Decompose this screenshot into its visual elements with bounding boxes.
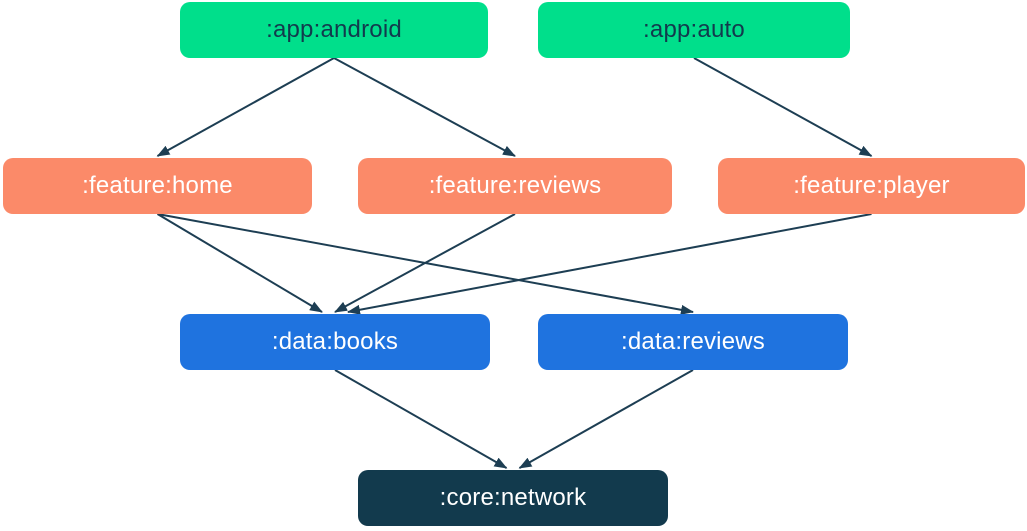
node-feature-reviews-label: :feature:reviews	[428, 172, 602, 199]
node-data-reviews-label: :data:reviews	[621, 328, 765, 355]
edge-app-auto-to-feature-player	[693, 57, 873, 157]
node-app-android-label: :app:android	[266, 16, 402, 43]
node-app-android: :app:android	[180, 2, 488, 58]
node-data-books-label: :data:books	[271, 328, 399, 355]
edge-data-reviews-to-core-network	[518, 369, 694, 469]
node-core-network: :core:network	[358, 470, 668, 526]
edge-feature-home-to-data-books	[156, 213, 323, 313]
node-data-books: :data:books	[180, 314, 490, 370]
edge-feature-reviews-to-data-books	[334, 213, 516, 313]
node-data-reviews: :data:reviews	[538, 314, 848, 370]
node-core-network-label: :core:network	[439, 484, 587, 511]
node-feature-home: :feature:home	[3, 158, 312, 214]
node-feature-player-label: :feature:player	[793, 172, 950, 199]
node-feature-player: :feature:player	[718, 158, 1025, 214]
node-feature-reviews: :feature:reviews	[358, 158, 672, 214]
edge-app-android-to-feature-home	[156, 57, 335, 157]
edge-feature-player-to-data-books	[347, 213, 872, 315]
node-feature-home-label: :feature:home	[82, 172, 233, 199]
node-app-auto-label: :app:auto	[643, 16, 745, 43]
edge-app-android-to-feature-reviews	[333, 57, 516, 157]
edge-feature-home-to-data-reviews	[157, 213, 694, 315]
edge-data-books-to-core-network	[334, 369, 508, 469]
node-app-auto: :app:auto	[538, 2, 850, 58]
